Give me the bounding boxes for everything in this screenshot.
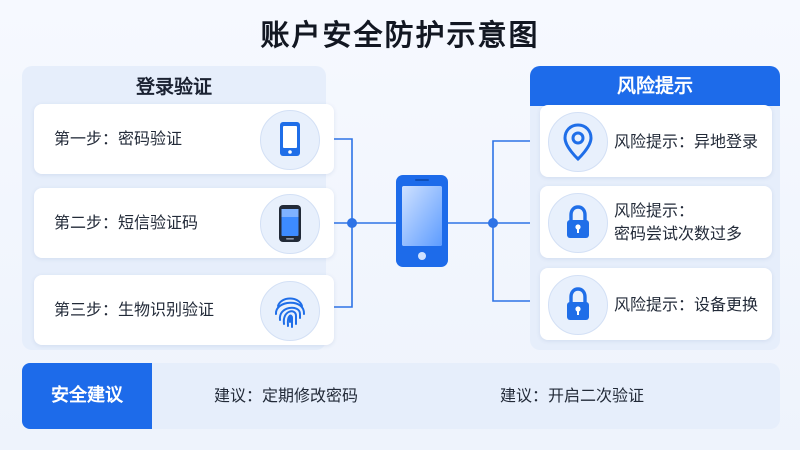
step-label: 第三步：生物识别验证 xyxy=(54,300,215,319)
risk-text: 风险提示： 密码尝试次数过多 xyxy=(614,186,742,258)
smartphone-icon xyxy=(260,194,320,254)
step-card-biometric: 第三步：生物识别验证 xyxy=(34,275,334,345)
risk-card-device-change: 风险提示：设备更换 xyxy=(540,268,772,340)
advice-item-change-password: 建议：定期修改密码 xyxy=(214,386,359,405)
lock-icon xyxy=(548,275,608,335)
risk-card-password-attempts: 风险提示： 密码尝试次数过多 xyxy=(540,186,772,258)
step-card-sms: 第二步：短信验证码 xyxy=(34,188,334,258)
risk-card-remote-login: 风险提示：异地登录 xyxy=(540,105,772,177)
login-panel-title: 登录验证 xyxy=(135,76,212,98)
risk-panel-header: 风险提示 xyxy=(530,66,780,106)
security-advice-bar: 安全建议 建议：定期修改密码 建议：开启二次验证 xyxy=(22,363,780,429)
risk-text-line2: 密码尝试次数过多 xyxy=(614,224,743,243)
page-title: 账户安全防护示意图 xyxy=(260,18,540,52)
phone-icon xyxy=(260,110,320,170)
risk-text-line1: 风险提示：设备更换 xyxy=(614,294,759,314)
risk-text: 风险提示：设备更换 xyxy=(614,268,758,340)
security-advice-label: 安全建议 xyxy=(22,363,152,429)
step-card-password: 第一步：密码验证 xyxy=(34,104,334,174)
step-label: 第二步：短信验证码 xyxy=(54,213,199,232)
advice-item-two-factor: 建议：开启二次验证 xyxy=(500,386,645,405)
lock-icon xyxy=(548,193,608,253)
fingerprint-icon xyxy=(260,281,320,341)
risk-panel-title: 风险提示 xyxy=(616,75,693,97)
risk-text-line1: 风险提示： xyxy=(614,201,695,220)
location-pin-icon xyxy=(548,112,608,172)
right-junction-dot xyxy=(488,218,498,228)
risk-text: 风险提示：异地登录 xyxy=(614,105,758,177)
left-junction-dot xyxy=(347,218,357,228)
risk-text-line1: 风险提示：异地登录 xyxy=(614,131,759,151)
step-label: 第一步：密码验证 xyxy=(54,129,183,148)
